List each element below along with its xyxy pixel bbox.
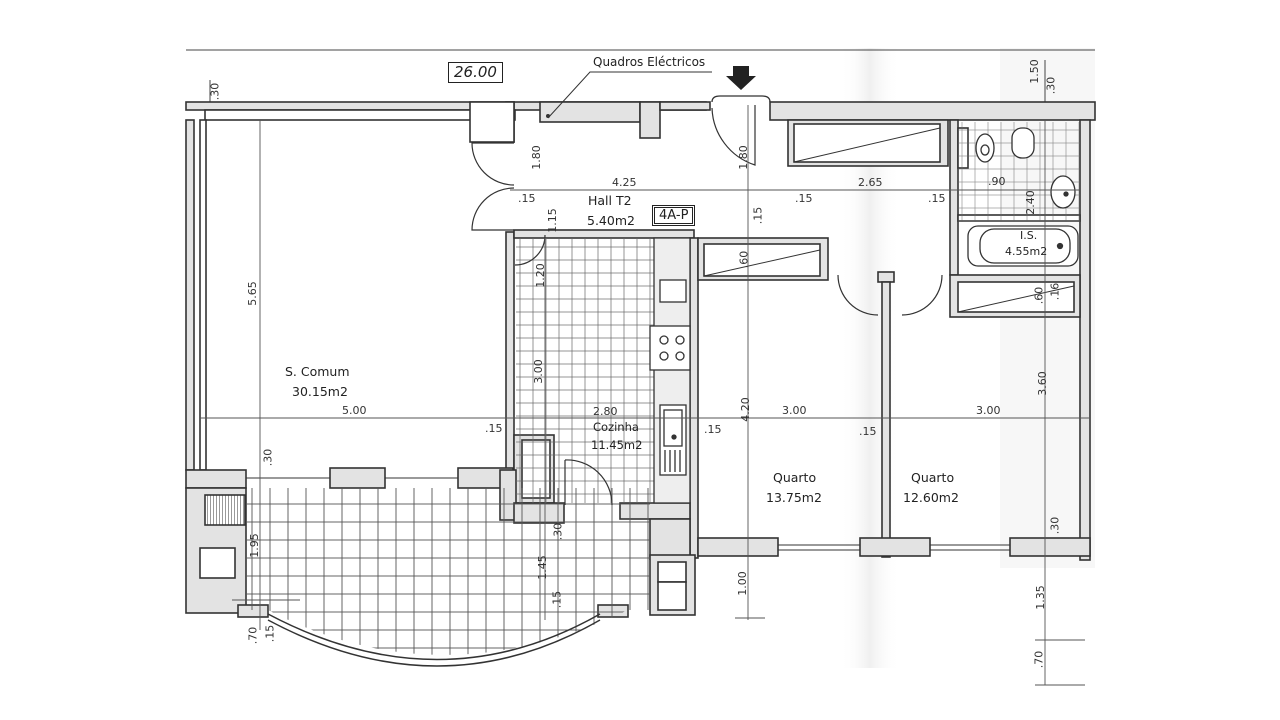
kitchen-counter (649, 237, 691, 504)
dim-3-60: 3.60 (1035, 371, 1049, 396)
room-is-area: 4.55m2 (1005, 245, 1048, 258)
room-hall-name: Hall T2 (588, 193, 632, 208)
dim-q2-30: .30 (1048, 516, 1062, 535)
dim-q1-wardrobe-60: .60 (737, 250, 751, 269)
dim-2-80: 2.80 (593, 405, 618, 418)
doors (471, 105, 943, 506)
walls (185, 101, 1096, 618)
dim-2-65: 2.65 (858, 176, 883, 189)
unit-code-badge: 4A-P (652, 205, 696, 226)
room-cozinha-area: 11.45m2 (591, 438, 643, 452)
dim-1-50: 1.50 (1027, 59, 1041, 84)
room-is-name: I.S. (1020, 229, 1038, 242)
room-quarto1-name: Quarto (773, 470, 817, 485)
bathroom-fixtures (967, 127, 1079, 267)
dim-sala-15: .15 (485, 422, 503, 435)
dimension-lines (200, 105, 1090, 686)
dim-left-1-80: 1.80 (529, 145, 543, 170)
entrance-arrow-icon (726, 66, 756, 90)
dim-left-70: .70 (246, 626, 260, 645)
dim-5-65: 5.65 (245, 281, 259, 306)
room-sala-name: S. Comum (285, 364, 350, 379)
dim-1-20: 1.20 (533, 263, 547, 288)
room-quarto2-area: 12.60m2 (903, 490, 959, 505)
dim-1-35: 1.35 (1033, 585, 1047, 610)
overall-width-label: 26.00 (448, 62, 503, 83)
room-quarto2-name: Quarto (911, 470, 955, 485)
dim-1-00: 1.00 (735, 571, 749, 596)
dim-q1-15: .15 (704, 423, 722, 436)
dim-q2-3-00: 3.00 (976, 404, 1001, 417)
dim-4-25: 4.25 (612, 176, 637, 189)
dim-hall-15: .15 (518, 192, 536, 205)
kitchen-tiles (516, 238, 654, 503)
dim-q2-wardrobe-60: .60 (1032, 286, 1046, 305)
dim-1-15: 1.15 (545, 208, 559, 233)
dim-1-95: 1.95 (247, 533, 261, 558)
balcony-tiles (246, 488, 650, 655)
dim-16: .16 (1048, 282, 1062, 301)
dim-mid2-15: .15 (751, 206, 765, 225)
dim-left-15: .15 (263, 624, 277, 643)
room-quarto1-area: 13.75m2 (766, 490, 822, 505)
dim-5-00: 5.00 (342, 404, 367, 417)
dim-q2-15: .15 (859, 425, 877, 438)
dim-top-right-30: .30 (1044, 76, 1058, 95)
dim-kitchen-3-00: 3.00 (531, 359, 545, 384)
dim-right-70: .70 (1032, 650, 1046, 669)
dim-mid-1-80: 1.80 (736, 145, 750, 170)
dim-4-20: 4.20 (738, 397, 752, 422)
dim-mid-15: .15 (795, 192, 813, 205)
dim-balcony-30: .30 (551, 522, 565, 541)
dim-0-90: .90 (988, 175, 1006, 188)
room-hall-area: 5.40m2 (587, 213, 635, 228)
dim-balcony-15: .15 (550, 590, 564, 609)
room-cozinha-name: Cozinha (593, 420, 639, 434)
dim-top-left-30: .30 (208, 82, 222, 101)
dim-1-45: 1.45 (535, 555, 549, 580)
dim-q1-3-00: 3.00 (782, 404, 807, 417)
electrical-panels-annotation: Quadros Eléctricos (593, 55, 706, 69)
room-sala-area: 30.15m2 (292, 384, 348, 399)
dim-sala-30: .30 (261, 448, 275, 467)
dim-right-15: .15 (928, 192, 946, 205)
dim-2-40: 2.40 (1023, 190, 1037, 215)
